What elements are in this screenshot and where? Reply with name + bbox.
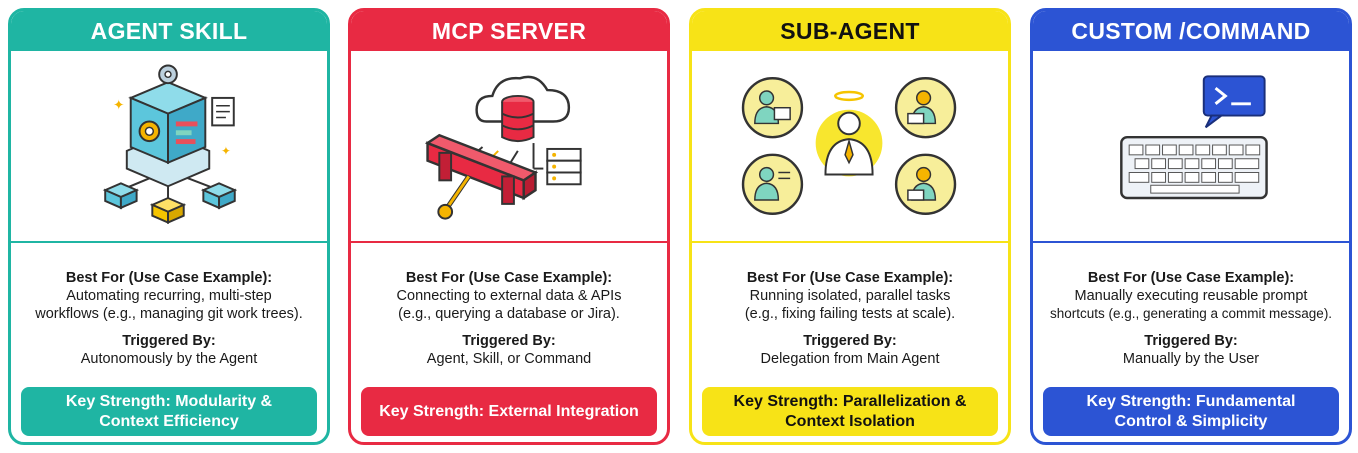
best-for-line: Manually executing reusable prompt [1074, 288, 1308, 304]
skill-cube-icon: ✦ ✦ [11, 51, 327, 241]
card-custom-command: CUSTOM /COMMAND [1030, 8, 1352, 445]
strength-line: Key Strength: Fundamental [1086, 392, 1296, 410]
best-for-label: Best For (Use Case Example): [746, 270, 954, 286]
card-description: Best For (Use Case Example): Connecting … [351, 269, 667, 368]
best-for-label: Best For (Use Case Example): [405, 270, 613, 286]
best-for-line: (e.g., fixing failing tests at scale). [744, 306, 956, 322]
best-for-line: Connecting to external data & APIs [396, 288, 622, 304]
divider [1033, 241, 1349, 243]
card-description: Best For (Use Case Example): Automating … [11, 269, 327, 368]
card-mcp-server: MCP SERVER [348, 8, 670, 445]
card-title: SUB-AGENT [692, 11, 1008, 51]
strength-line: Key Strength: External Integration [379, 402, 639, 420]
svg-text:✦: ✦ [221, 145, 231, 158]
best-for-line: shortcuts (e.g., generating a commit mes… [1049, 306, 1333, 321]
triggered-by-label: Triggered By: [803, 333, 897, 349]
best-for-line: Running isolated, parallel tasks [749, 288, 951, 304]
divider [11, 241, 327, 243]
strength-line: Context Efficiency [99, 412, 239, 430]
card-description: Best For (Use Case Example): Manually ex… [1033, 269, 1349, 368]
strength-line: Key Strength: Parallelization & [733, 392, 967, 410]
server-bridge-icon [351, 51, 667, 241]
triggered-by-label: Triggered By: [1144, 333, 1238, 349]
best-for-line: Automating recurring, multi-step [66, 288, 272, 304]
card-sub-agent: SUB-AGENT [689, 8, 1011, 445]
delegation-agents-icon [692, 51, 1008, 241]
best-for-line: workflows (e.g., managing git work trees… [35, 306, 303, 322]
strength-line: Key Strength: Modularity & [65, 392, 273, 410]
best-for-line: (e.g., querying a database or Jira). [398, 306, 620, 322]
sub-agent-bubble [894, 153, 957, 215]
card-title: MCP SERVER [351, 11, 667, 51]
strength-line: Control & Simplicity [1114, 412, 1268, 430]
card-title: AGENT SKILL [11, 11, 327, 51]
card-description: Best For (Use Case Example): Running iso… [692, 269, 1008, 368]
svg-text:✦: ✦ [113, 98, 125, 113]
triggered-by-value: Autonomously by the Agent [80, 351, 258, 367]
triggered-by-label: Triggered By: [462, 333, 556, 349]
key-strength-badge: Key Strength: External Integration [361, 387, 657, 436]
key-strength-badge: Key Strength: Modularity & Context Effic… [21, 387, 317, 436]
key-strength-badge: Key Strength: Fundamental Control & Simp… [1043, 387, 1339, 436]
divider [351, 241, 667, 243]
keyboard-terminal-icon [1033, 51, 1349, 241]
strength-line: Context Isolation [785, 412, 915, 430]
sub-agent-bubble [741, 153, 804, 215]
triggered-by-label: Triggered By: [122, 333, 216, 349]
best-for-label: Best For (Use Case Example): [1087, 270, 1295, 286]
triggered-by-value: Agent, Skill, or Command [426, 351, 592, 367]
sub-agent-bubble [894, 77, 957, 139]
best-for-label: Best For (Use Case Example): [65, 270, 273, 286]
triggered-by-value: Delegation from Main Agent [760, 351, 940, 367]
card-title: CUSTOM /COMMAND [1033, 11, 1349, 51]
sub-agent-bubble [741, 77, 804, 139]
divider [692, 241, 1008, 243]
card-agent-skill: AGENT SKILL ✦ [8, 8, 330, 445]
triggered-by-value: Manually by the User [1122, 351, 1260, 367]
key-strength-badge: Key Strength: Parallelization & Context … [702, 387, 998, 436]
